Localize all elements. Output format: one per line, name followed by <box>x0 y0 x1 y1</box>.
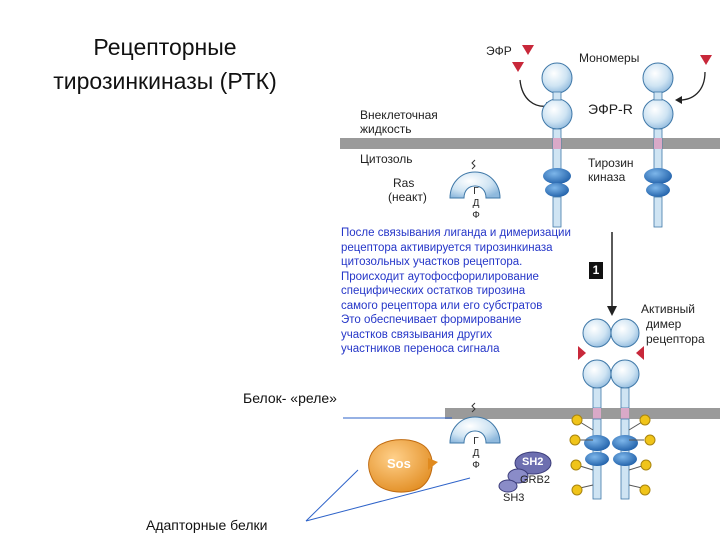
sos-protein <box>368 439 438 493</box>
ligand-efr-1 <box>522 45 534 55</box>
paragraph-line: участников переноса сигнала <box>341 343 500 355</box>
ligand-efr-3 <box>700 55 712 65</box>
label-extracellular-1: Внеклеточная <box>360 108 438 122</box>
step-number-badge: 1 <box>589 262 603 279</box>
label-receptor: рецептора <box>646 332 705 346</box>
slide-title: Рецепторные тирозинкиназы (РТК) <box>30 30 300 98</box>
label-ras-inactive: (неакт) <box>388 190 427 204</box>
annotation-adapter-proteins: Адапторные белки <box>146 517 268 533</box>
label-dimer: димер <box>646 317 682 331</box>
receptor-monomer-left <box>541 62 573 228</box>
annotation-relay-protein: Белок- «реле» <box>243 390 337 406</box>
label-grb2: GRB2 <box>520 474 550 486</box>
label-efr-r: ЭФР-R <box>588 101 633 117</box>
label-efr: ЭФР <box>486 44 512 58</box>
paragraph-line: Происходит аутофосфорилирование <box>341 270 539 283</box>
label-sos: Sos <box>387 456 411 471</box>
label-cytosol: Цитозоль <box>360 152 413 166</box>
gdf-top-f: Ф <box>472 210 480 221</box>
membrane-bottom <box>445 408 720 419</box>
label-extracellular-2: жидкость <box>360 122 412 136</box>
active-dimer-receptor <box>578 318 644 500</box>
label-sh2: SH2 <box>522 456 544 468</box>
paragraph-line: После связывания лиганда и димеризации <box>341 227 571 239</box>
gdf-top-d: Д <box>472 198 480 209</box>
gdf-bottom-d: Д <box>472 448 480 459</box>
title-line-2: тирозинкиназы (РТК) <box>53 68 277 94</box>
gdf-bottom-g: Г <box>473 436 479 447</box>
gdf-bottom-f: Ф <box>472 460 480 471</box>
paragraph-line: самого рецептора или его субстратов <box>341 299 543 312</box>
paragraph-line: рецептора активируется тирозинкиназа <box>341 241 553 254</box>
label-sh3: SH3 <box>503 492 525 504</box>
adapter-pointer-line-1 <box>305 469 359 522</box>
membrane-top <box>340 138 720 149</box>
grb2-protein <box>498 451 552 493</box>
binding-arrow-right <box>679 71 706 101</box>
paragraph-line: специфических остатков тирозина <box>341 285 526 297</box>
explanation-paragraph: После связывания лиганда и димеризации р… <box>341 226 626 357</box>
label-tyrosine: Тирозин <box>588 156 634 170</box>
phosphate-groups <box>569 414 656 496</box>
label-kinase: киназа <box>588 170 626 184</box>
title-line-1: Рецепторные <box>93 34 237 60</box>
label-monomers: Мономеры <box>579 51 640 65</box>
label-ras: Ras <box>393 176 415 190</box>
paragraph-line: цитозольных участков рецептора. <box>341 256 523 268</box>
gdf-top-g: Г <box>473 186 479 197</box>
ligand-efr-2 <box>512 62 524 72</box>
paragraph-line: Это обеспечивает формирование <box>341 314 522 326</box>
relay-protein-ras <box>449 402 501 444</box>
ras-protein-inactive <box>449 159 501 199</box>
adapter-pointer-line-2 <box>305 477 471 522</box>
paragraph-line: участков связывания других <box>341 328 493 341</box>
receptor-monomer-right <box>642 62 674 228</box>
label-active: Активный <box>641 302 695 316</box>
